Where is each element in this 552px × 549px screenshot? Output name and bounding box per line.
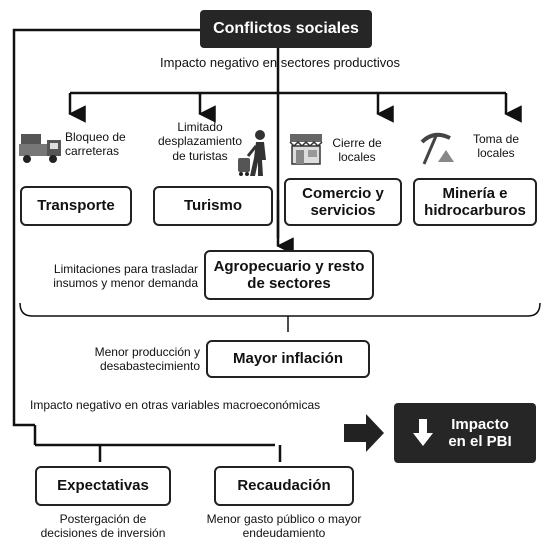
expectativas-note: Postergación de decisiones de inversión <box>40 512 166 541</box>
pbi-label: Impacto en el PBI <box>448 416 512 450</box>
agro-box: Agropecuario y resto de sectores <box>204 250 374 300</box>
lower-branch-line <box>33 425 282 462</box>
expectativas-label: Expectativas <box>57 477 149 495</box>
sector-bracket <box>19 302 541 317</box>
tourist-icon <box>238 130 266 176</box>
label-comercio: Comercio y servicios <box>302 184 384 219</box>
note-inflation: Menor producción y desabastecimiento <box>94 345 200 374</box>
label-turismo: Turismo <box>183 197 243 215</box>
inflation-label: Mayor inflación <box>232 350 344 368</box>
note-agro: Limitaciones para trasladar insumos y me… <box>53 262 198 291</box>
label-mineria: Minería e hidrocarburos <box>424 184 526 219</box>
recaudacion-note: Menor gasto público o mayor endeudamient… <box>206 512 362 541</box>
macro-note: Impacto negativo en otras variables macr… <box>30 398 321 412</box>
sector-box-transporte: Transporte <box>20 186 132 226</box>
pickaxe-icon <box>420 132 454 165</box>
title-text: Conflictos sociales <box>213 20 359 37</box>
sector-box-turismo: Turismo <box>153 186 273 226</box>
big-arrow-to-pbi-icon <box>344 414 384 452</box>
title-box: Conflictos sociales <box>200 10 372 48</box>
note-transporte: Bloqueo de carreteras <box>65 130 126 159</box>
expectativas-box: Expectativas <box>35 466 171 506</box>
inflation-box: Mayor inflación <box>206 340 370 378</box>
note-comercio: Cierre de locales <box>332 136 382 165</box>
recaudacion-box: Recaudación <box>214 466 354 506</box>
down-arrow-icon <box>413 419 433 446</box>
left-spine-line <box>12 28 200 427</box>
subtitle-text: Impacto negativo en sectores productivos <box>160 55 400 70</box>
label-transporte: Transporte <box>37 197 115 215</box>
pbi-box: Impacto en el PBI <box>394 403 536 463</box>
recaudacion-label: Recaudación <box>237 477 331 495</box>
agro-label: Agropecuario y resto de sectores <box>213 257 365 292</box>
note-turismo: Limitado desplazamiento de turistas <box>157 120 243 163</box>
note-mineria: Toma de locales <box>472 132 520 161</box>
sector-box-comercio: Comercio y servicios <box>284 178 402 226</box>
sector-box-mineria: Minería e hidrocarburos <box>413 178 537 226</box>
truck-icon <box>19 134 61 163</box>
storefront-icon <box>289 134 323 165</box>
